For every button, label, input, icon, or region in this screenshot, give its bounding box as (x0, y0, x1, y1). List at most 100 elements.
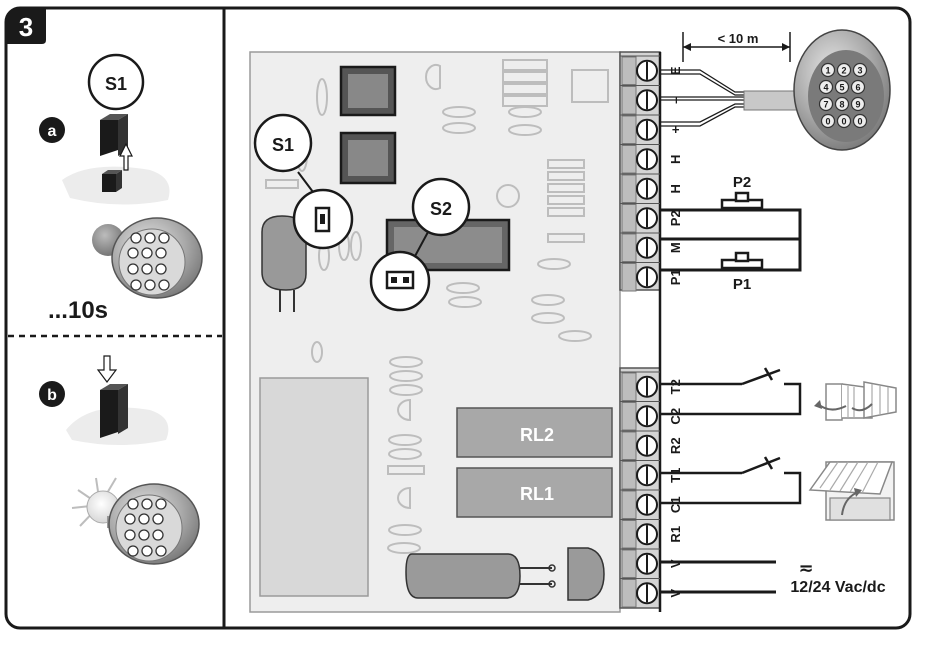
svg-text:1: 1 (825, 66, 830, 76)
svg-text:2: 2 (841, 66, 846, 76)
keypad-wiring: < 10 m (660, 31, 801, 127)
terminal-label: R1 (668, 526, 683, 543)
step-b-letter: b (47, 387, 57, 404)
pushbutton-p2-label: P2 (733, 174, 751, 191)
bottom-capacitor (405, 553, 521, 599)
svg-text:0: 0 (857, 117, 862, 127)
keypad-key: 0 (820, 113, 836, 129)
terminal-label: T1 (668, 468, 683, 483)
step-b-badge (39, 381, 65, 407)
relay-1-output (660, 456, 802, 505)
terminal-2: – (620, 85, 683, 115)
s2-board-label: S2 (430, 199, 452, 219)
ac-dc-symbol: ≂ (798, 558, 813, 578)
relay-rl1 (456, 467, 613, 518)
pushbutton-wiring (660, 208, 802, 272)
terminal-14: R1 (620, 519, 683, 549)
svg-text:0: 0 (841, 117, 846, 127)
keypad-key: 0 (836, 113, 852, 129)
jumper-block-icon (100, 114, 128, 192)
svg-text:3: 3 (857, 66, 862, 76)
keypad-key: 6 (850, 79, 866, 95)
pushbutton-p2: P2 (720, 174, 764, 212)
terminal-label: H (668, 155, 683, 164)
distance-label: < 10 m (718, 31, 759, 46)
terminal-4: H (620, 144, 683, 174)
keypad-key: 4 (818, 79, 834, 95)
keypad-key: 9 (850, 96, 866, 112)
keypad-key: 3 (852, 62, 868, 78)
svg-text:7: 7 (823, 100, 828, 110)
terminal-label: C1 (668, 496, 683, 513)
keypad-key: 2 (836, 62, 852, 78)
capacitor (261, 215, 307, 291)
svg-text:6: 6 (855, 83, 860, 93)
step-b: b (39, 355, 200, 565)
power-input: ≂ 12/24 Vac/dc (660, 558, 886, 596)
terminal-label: P2 (668, 210, 683, 226)
transformer-area (259, 377, 369, 597)
regulator (567, 547, 605, 601)
svg-text:8: 8 (839, 100, 844, 110)
keypad-key: 5 (834, 79, 850, 95)
relay-rl2-label: RL2 (520, 425, 554, 445)
step-number: 3 (19, 12, 33, 42)
relay-rl2 (456, 407, 613, 458)
garage-door-icon (808, 461, 895, 521)
terminal-label: T2 (668, 379, 683, 394)
terminal-8: P1 (620, 262, 683, 292)
terminal-3: + (620, 114, 683, 144)
svg-text:0: 0 (825, 117, 830, 127)
jumper-inserted-icon (100, 384, 128, 438)
terminal-13: C1 (620, 489, 683, 519)
svg-text:5: 5 (839, 83, 844, 93)
svg-text:4: 4 (823, 83, 828, 93)
terminal-11: R2 (620, 430, 683, 460)
keypad-key: 0 (852, 113, 868, 129)
svg-text:9: 9 (855, 100, 860, 110)
s1-callout-label: S1 (105, 74, 127, 94)
terminal-12: T1 (620, 460, 683, 490)
terminal-label: V (668, 559, 683, 568)
terminal-6: P2 (620, 203, 683, 233)
terminal-label: P1 (668, 269, 683, 285)
step-a-badge (39, 117, 65, 143)
keypad-key: 1 (820, 62, 836, 78)
pushbutton-p1: P1 (720, 251, 764, 293)
s1-callout-circle (87, 53, 145, 111)
arrow-up-icon (119, 142, 133, 171)
terminal-5: H (620, 173, 683, 203)
keypad-icon (111, 217, 203, 299)
keypad-key: 8 (834, 96, 850, 112)
terminal-label: M (668, 242, 683, 253)
s2-jumper: S2 (369, 177, 471, 312)
s1-board-label: S1 (272, 135, 294, 155)
s1-board-callout (253, 113, 313, 173)
terminal-label: C2 (668, 408, 683, 425)
keypad-lit-icon (108, 483, 200, 565)
terminal-15: V (620, 548, 683, 578)
relay-rl1-label: RL1 (520, 484, 554, 504)
step-a-letter: a (48, 123, 57, 140)
step-a: S1 a (39, 53, 203, 324)
s2-board-callout (411, 177, 471, 237)
keypad-cable (743, 90, 801, 111)
gate-icon (814, 381, 897, 421)
arrow-down-icon (96, 355, 118, 383)
keypad-key: 7 (818, 96, 834, 112)
terminal-10: C2 (620, 401, 683, 431)
terminal-7: M (620, 232, 683, 262)
terminal-label: R2 (668, 437, 683, 454)
pushbutton-p1-label: P1 (733, 276, 751, 293)
duration-label: ...10s (48, 297, 108, 324)
relay-2-output (660, 367, 802, 416)
step-number-badge: 3 (6, 8, 46, 44)
power-rating-label: 12/24 Vac/dc (790, 579, 885, 596)
terminal-label: H (668, 184, 683, 193)
terminal-blocks: E–+HHP2MP1T2C2R2T1C1R1VV (619, 51, 683, 612)
s1-jumper: S1 (253, 113, 354, 250)
